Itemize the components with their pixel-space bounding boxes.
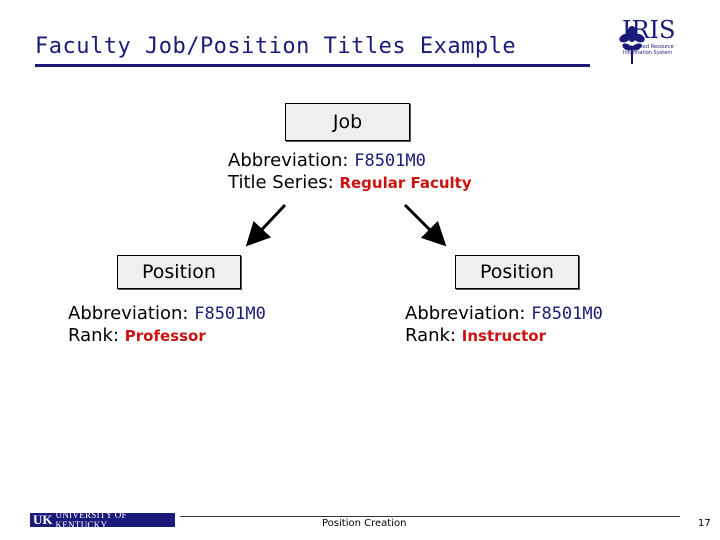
iris-tagline: Integrated Resource Information System: [623, 44, 674, 56]
job-series-label: Title Series:: [228, 172, 334, 193]
position-box-left: Position: [117, 255, 241, 289]
slide-title: Faculty Job/Position Titles Example: [35, 34, 517, 59]
pos-left-abbr-label: Abbreviation:: [68, 303, 189, 324]
job-abbr-value: F8501M0: [354, 151, 426, 171]
page-number: 17: [698, 518, 711, 529]
pos-left-rank-value: Professor: [124, 327, 206, 345]
iris-flower-icon: [619, 26, 645, 64]
arrow-right: [403, 203, 447, 247]
arrow-left: [245, 203, 287, 247]
job-details: Abbreviation: F8501M0 Title Series: Regu…: [228, 150, 472, 194]
pos-right-rank-label: Rank:: [405, 325, 457, 346]
pos-right-abbr-value: F8501M0: [531, 304, 603, 324]
pos-left-rank-label: Rank:: [68, 325, 120, 346]
position-left-details: Abbreviation: F8501M0 Rank: Professor: [68, 303, 266, 347]
pos-right-abbr-label: Abbreviation:: [405, 303, 526, 324]
job-box: Job: [285, 103, 410, 141]
uk-mark: UK: [33, 512, 53, 527]
pos-left-abbr-value: F8501M0: [194, 304, 266, 324]
uk-name: UNIVERSITY OF KENTUCKY: [55, 510, 127, 530]
job-abbr-label: Abbreviation:: [228, 150, 349, 171]
uk-logo: UK UNIVERSITY OF KENTUCKY: [30, 510, 175, 530]
footer-rule: [180, 516, 680, 517]
footer-caption: Position Creation: [322, 518, 407, 529]
job-series-value: Regular Faculty: [339, 174, 472, 192]
position-right-details: Abbreviation: F8501M0 Rank: Instructor: [405, 303, 603, 347]
pos-right-rank-value: Instructor: [461, 327, 546, 345]
iris-logo-text: IRIS: [622, 16, 676, 44]
title-underline: [35, 64, 590, 67]
position-box-right: Position: [455, 255, 579, 289]
